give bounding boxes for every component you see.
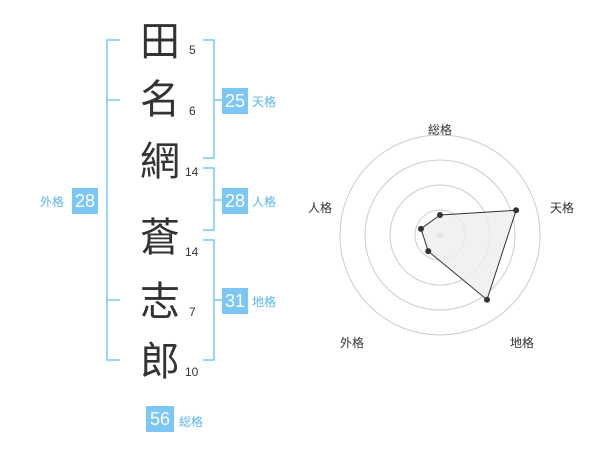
stroke-count-4: 14 <box>185 245 199 259</box>
radar-axis-label-chikaku: 地格 <box>510 336 535 350</box>
tenkaku-label: 天格 <box>252 95 277 109</box>
name-char-1: 田 <box>140 19 180 65</box>
radar-axis-label-tenkaku: 天格 <box>550 201 575 215</box>
chikaku-label: 地格 <box>252 295 277 309</box>
radar-ring-4 <box>339 134 541 336</box>
name-char-5: 志 <box>140 279 180 325</box>
radar-axis-label-soukaku: 総格 <box>428 123 453 137</box>
stroke-count-5: 7 <box>189 305 196 319</box>
gaikaku-value: 28 <box>72 188 98 214</box>
chikaku-value: 31 <box>222 288 248 314</box>
jinkaku-bracket <box>203 167 215 231</box>
stroke-count-2: 6 <box>189 104 196 118</box>
stroke-count-1: 5 <box>189 43 196 57</box>
radar-point-4 <box>417 225 424 232</box>
radar-series-polygon <box>420 209 517 301</box>
radar-ring-3 <box>364 159 516 311</box>
name-char-4: 蒼 <box>140 215 180 261</box>
tenkaku-bracket <box>203 39 215 159</box>
gaikaku-bracket <box>106 39 120 361</box>
soukaku-label: 総格 <box>179 415 204 429</box>
gaikaku-label: 外格 <box>40 195 65 209</box>
name-char-6: 郎 <box>140 339 180 385</box>
jinkaku-label: 人格 <box>252 195 277 209</box>
radar-point-0 <box>437 212 443 218</box>
name-char-3: 網 <box>140 139 180 185</box>
stroke-count-6: 10 <box>185 365 199 379</box>
radar-point-3 <box>425 248 432 255</box>
name-char-2: 名 <box>140 77 180 123</box>
radar-axis-label-jinkaku: 人格 <box>308 201 333 215</box>
radar-point-1 <box>513 207 520 214</box>
radar-point-2 <box>484 296 491 303</box>
jinkaku-value: 28 <box>222 188 248 214</box>
radar-axis-label-gaikaku: 外格 <box>340 336 365 350</box>
soukaku-value: 56 <box>146 406 174 432</box>
tenkaku-value: 25 <box>222 88 248 114</box>
stroke-count-3: 14 <box>185 165 199 179</box>
